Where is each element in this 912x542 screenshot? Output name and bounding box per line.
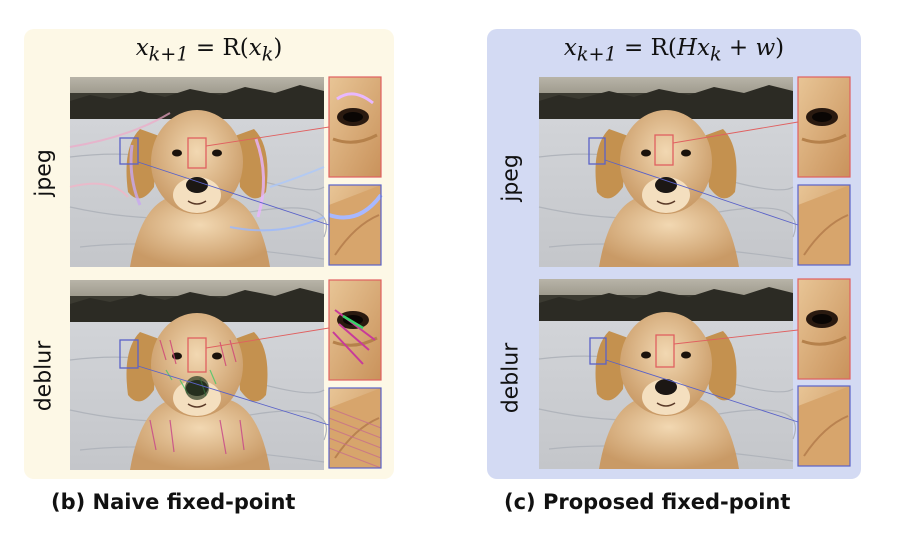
naive-deblur-image xyxy=(69,279,328,471)
naive-deblur-eye-link xyxy=(205,327,330,349)
proposed-jpeg-eye-link xyxy=(672,121,799,144)
formula-naive: xk+1 = R(xk) xyxy=(135,35,283,66)
naive-jpeg-ear-box xyxy=(119,137,139,165)
proposed-deblur-eye-box xyxy=(655,334,675,368)
naive-deblur-eye-box xyxy=(187,337,207,373)
proposed-jpeg-ear-link xyxy=(604,159,799,226)
naive-deblur-ear-box xyxy=(119,339,139,369)
proposed-deblur-eye-crop xyxy=(796,277,852,381)
naive-jpeg-ear-link xyxy=(137,161,330,226)
naive-jpeg-ear-crop xyxy=(328,184,383,266)
proposed-deblur-eye-link xyxy=(673,329,799,345)
proposed-deblur-ear-link xyxy=(605,359,799,423)
naive-jpeg-eye-crop xyxy=(327,75,383,179)
proposed-deblur-image xyxy=(538,278,797,470)
proposed-deblur-ear-box xyxy=(589,337,607,365)
proposed-jpeg-eye-crop xyxy=(796,75,852,179)
proposed-deblur-ear-crop xyxy=(797,385,851,467)
naive-deblur-ear-crop xyxy=(328,387,382,469)
formula-proposed: xk+1 = R(Hxk + w) xyxy=(563,35,785,66)
proposed-jpeg-eye-box xyxy=(654,134,674,166)
naive-deblur-eye-crop xyxy=(327,278,383,382)
caption-proposed: (c) Proposed fixed-point xyxy=(504,490,791,514)
naive-deblur-ear-link xyxy=(137,365,330,426)
proposed-jpeg-ear-crop xyxy=(797,184,851,266)
caption-naive: (b) Naive fixed-point xyxy=(51,490,296,514)
naive-jpeg-eye-box xyxy=(187,137,207,169)
naive-jpeg-image xyxy=(69,76,328,268)
proposed-jpeg-ear-box xyxy=(588,137,606,165)
proposed-jpeg-image xyxy=(538,76,797,268)
naive-jpeg-eye-link xyxy=(205,126,330,147)
